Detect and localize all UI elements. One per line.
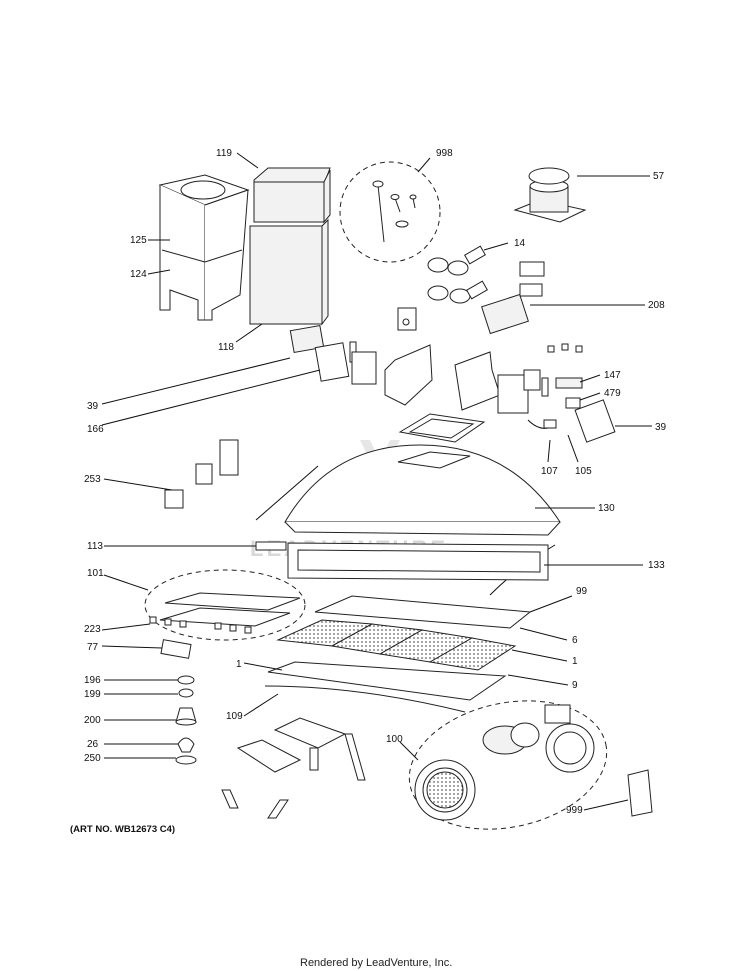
callout-119: 119 xyxy=(216,148,232,159)
callout-147: 147 xyxy=(604,370,621,381)
transformer-part xyxy=(397,261,545,335)
callout-1-left: 1 xyxy=(236,659,242,670)
light-switch-assembly-part xyxy=(164,439,239,509)
callout-14: 14 xyxy=(514,238,526,249)
callout-118: 118 xyxy=(218,342,234,353)
callout-250: 250 xyxy=(84,753,101,764)
callout-101: 101 xyxy=(87,568,104,579)
blower-motor-part xyxy=(408,700,608,830)
chimney-cover-part xyxy=(249,167,331,326)
control-board-part xyxy=(289,324,357,382)
callout-200: 200 xyxy=(84,715,101,726)
electrical-connectors-part xyxy=(527,343,616,443)
callout-208: 208 xyxy=(648,300,665,311)
callout-9: 9 xyxy=(572,680,578,691)
callout-199: 199 xyxy=(84,689,101,700)
callout-labels: 119 998 57 125 124 14 208 118 39 166 147… xyxy=(84,148,667,816)
filter-set-part xyxy=(264,595,532,713)
callout-479: 479 xyxy=(604,388,621,399)
callout-100: 100 xyxy=(386,734,403,745)
switch-set-part xyxy=(427,245,488,304)
art-number: (ART NO. WB12673 C4) xyxy=(70,824,175,835)
callout-253: 253 xyxy=(84,474,101,485)
led-light-strip-part xyxy=(144,569,306,641)
control-panel-frame-part xyxy=(255,541,549,581)
mounting-bracket-part xyxy=(351,344,541,414)
callout-999: 999 xyxy=(566,805,583,816)
motor-housing-part xyxy=(513,167,587,223)
lamp-assembly-part xyxy=(175,675,197,765)
cover-plate-part xyxy=(160,639,192,659)
hardware-kit-part xyxy=(339,161,441,263)
lamp-socket-part xyxy=(149,616,252,634)
callout-26: 26 xyxy=(87,739,99,750)
leader-lines xyxy=(101,152,652,811)
callout-39-left: 39 xyxy=(87,401,99,412)
callout-998: 998 xyxy=(436,148,453,159)
wall-mount-bracket-part xyxy=(221,717,366,819)
callout-105: 105 xyxy=(575,466,592,477)
callout-1-right: 1 xyxy=(572,656,578,667)
callout-6: 6 xyxy=(572,635,578,646)
callout-39-right: 39 xyxy=(655,422,667,433)
hood-dome-part xyxy=(255,444,561,596)
grease-filter-frame-part xyxy=(398,413,486,443)
callout-109: 109 xyxy=(226,711,243,722)
callout-130: 130 xyxy=(598,503,615,514)
callout-107: 107 xyxy=(541,466,558,477)
chimney-bracket-part xyxy=(158,174,250,321)
callout-196: 196 xyxy=(84,675,101,686)
callout-57: 57 xyxy=(653,171,665,182)
footer-credit: Rendered by LeadVenture, Inc. xyxy=(300,957,452,969)
callout-125: 125 xyxy=(130,235,147,246)
callout-223: 223 xyxy=(84,624,101,635)
callout-99: 99 xyxy=(576,586,588,597)
callout-166: 166 xyxy=(87,424,104,435)
owners-manual-part xyxy=(627,769,653,817)
callout-113: 113 xyxy=(87,541,103,552)
callout-133: 133 xyxy=(648,560,665,571)
callout-124: 124 xyxy=(130,269,147,280)
callout-77: 77 xyxy=(87,642,99,653)
